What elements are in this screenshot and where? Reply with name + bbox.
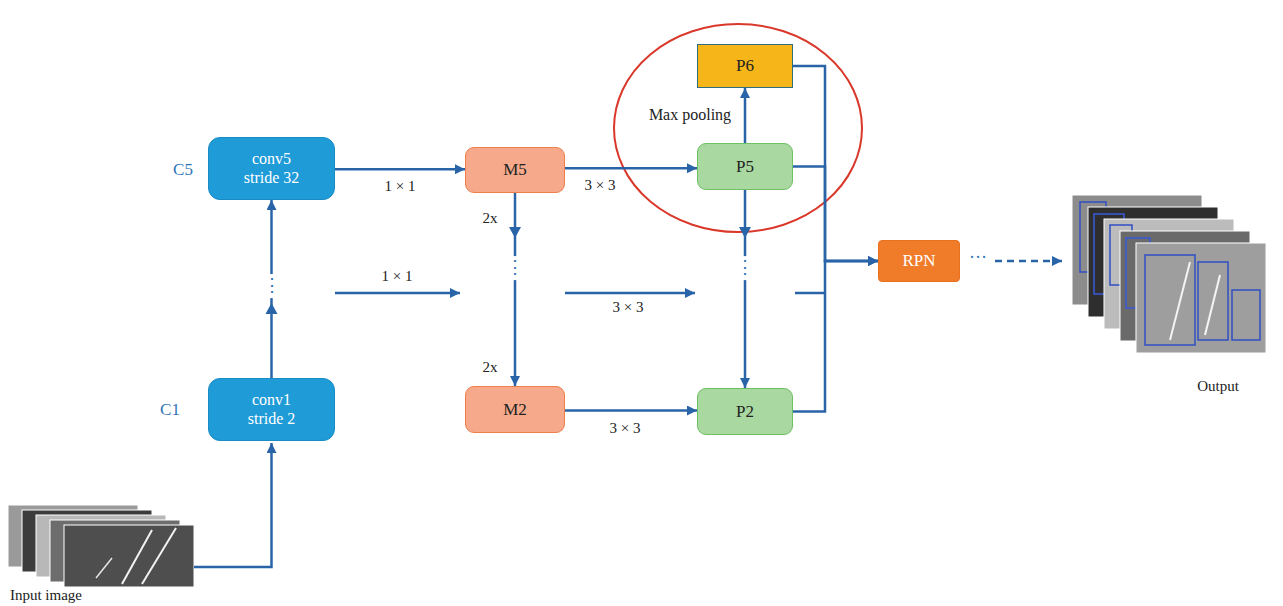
pyramid-level-box: P2 <box>697 388 793 435</box>
node-text: M5 <box>503 160 527 180</box>
connector-arrow <box>793 261 878 412</box>
crack-streak <box>1170 262 1190 340</box>
connector-arrow <box>565 167 697 170</box>
connector-arrow <box>335 168 465 171</box>
node-text: conv5 stride 32 <box>238 150 306 187</box>
detection-box <box>1232 290 1260 340</box>
conv-block: conv5 stride 32 <box>208 137 335 200</box>
crack-streak <box>96 558 112 578</box>
detection-box <box>1198 262 1228 340</box>
image-caption: Output <box>1197 378 1239 395</box>
pyramid-level-box: P6 <box>697 44 793 88</box>
connector-arrow <box>514 193 517 386</box>
connector-arrow <box>793 167 878 262</box>
ellipsis-dots: ⋮ <box>502 256 528 280</box>
crack-streak <box>142 528 176 584</box>
edge-label: 1 × 1 <box>384 178 417 195</box>
lateral-arrow <box>335 292 460 295</box>
node-text: P6 <box>736 56 754 76</box>
edge-label: 3 × 3 <box>584 177 617 194</box>
dashed-arrow <box>995 260 1062 263</box>
detection-box <box>1145 255 1195 345</box>
image-frame <box>1136 243 1266 353</box>
ellipsis-dots: ⋮ <box>259 274 285 298</box>
kernel-size: 1 × 1 <box>382 268 413 285</box>
stage-label: C1 <box>160 401 180 420</box>
connector-arrow <box>793 66 878 261</box>
stage-label: C5 <box>173 161 193 180</box>
image-frame <box>64 525 194 587</box>
rpn-box: RPN <box>878 240 960 282</box>
crack-streak <box>1205 275 1220 335</box>
node-text: M2 <box>503 400 527 420</box>
bus-wire <box>795 292 825 295</box>
lateral-arrow <box>565 292 695 295</box>
node-text: conv1 stride 2 <box>238 391 306 428</box>
output-image-stack <box>1072 195 1266 353</box>
node-text: RPN <box>902 251 935 271</box>
edge-label: 3 × 3 <box>609 419 642 436</box>
connector-arrow <box>744 190 747 388</box>
input-arrow <box>194 443 272 567</box>
conv-block: conv1 stride 2 <box>208 378 335 441</box>
edge-label: Max pooling <box>648 106 732 124</box>
node-text: P2 <box>736 402 754 422</box>
ellipsis-dots: ⋮ <box>732 256 758 280</box>
image-caption: Input image <box>10 587 82 604</box>
connector-arrow <box>565 409 697 412</box>
merge-box: M5 <box>465 147 565 193</box>
ellipsis-dots: ··· <box>969 248 987 268</box>
input-image-stack <box>8 505 194 587</box>
kernel-size: 3 × 3 <box>613 299 644 316</box>
pyramid-level-box: P5 <box>697 143 793 190</box>
merge-box: M2 <box>465 386 565 433</box>
upsample-factor: 2x <box>483 359 498 376</box>
upsample-factor: 2x <box>483 210 498 227</box>
connector-arrow <box>744 88 747 143</box>
node-text: P5 <box>736 157 754 177</box>
